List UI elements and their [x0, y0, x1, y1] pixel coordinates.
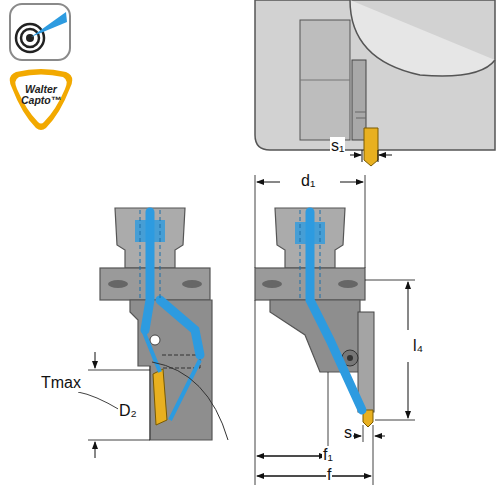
- tool-front-view: [78, 208, 228, 458]
- tool-side-view: [255, 175, 415, 485]
- dimension-label: Tmax: [40, 374, 82, 392]
- detail-view: [255, 0, 495, 166]
- capto-logo: Walter Capto™: [8, 66, 74, 132]
- dimension-label: f: [326, 466, 332, 484]
- dimension-label: s₁: [330, 137, 345, 155]
- dimension-label: l₄: [412, 337, 424, 355]
- coolant-icon: [10, 4, 70, 60]
- dimension-label: s: [343, 424, 353, 442]
- dimension-label: f₁: [322, 446, 334, 464]
- logo-text: Walter Capto™: [21, 84, 61, 106]
- dimension-label: d₁: [300, 172, 316, 190]
- dimension-label: D₂: [118, 402, 138, 420]
